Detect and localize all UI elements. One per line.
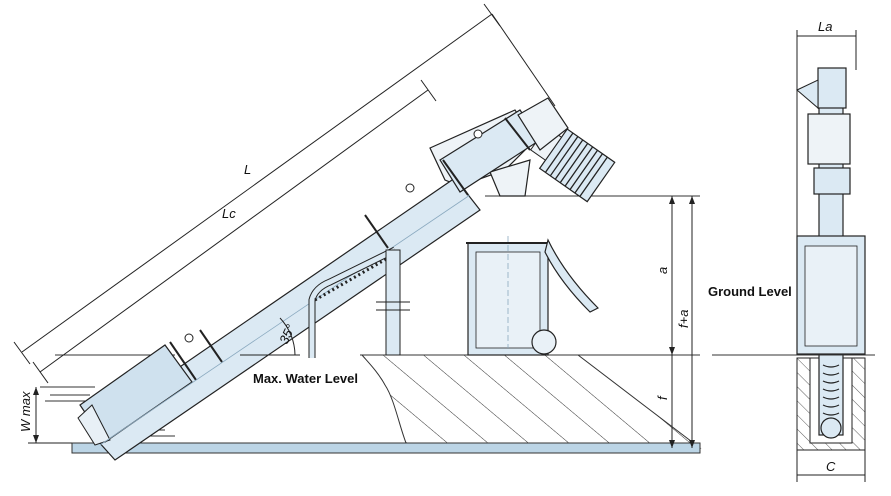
conveyor-trough <box>87 177 481 461</box>
dim-label-Lc: Lc <box>222 206 236 221</box>
dim-label-f-plus-a: f+a <box>676 310 691 328</box>
basin-floor <box>71 442 701 454</box>
ground-level-label: Ground Level <box>708 284 792 299</box>
max-water-level-label: Max. Water Level <box>253 371 358 386</box>
dim-label-a: a <box>655 267 670 274</box>
dim-label-w-max: W max <box>18 391 33 432</box>
dim-label-L: L <box>244 162 251 177</box>
side-view <box>712 67 875 451</box>
collection-bin <box>466 236 600 356</box>
dimension-lines <box>13 3 866 482</box>
dim-label-La: La <box>818 19 832 34</box>
dim-label-f: f <box>655 395 670 400</box>
screw-conveyor <box>77 109 541 461</box>
dim-label-C: C <box>826 459 836 474</box>
